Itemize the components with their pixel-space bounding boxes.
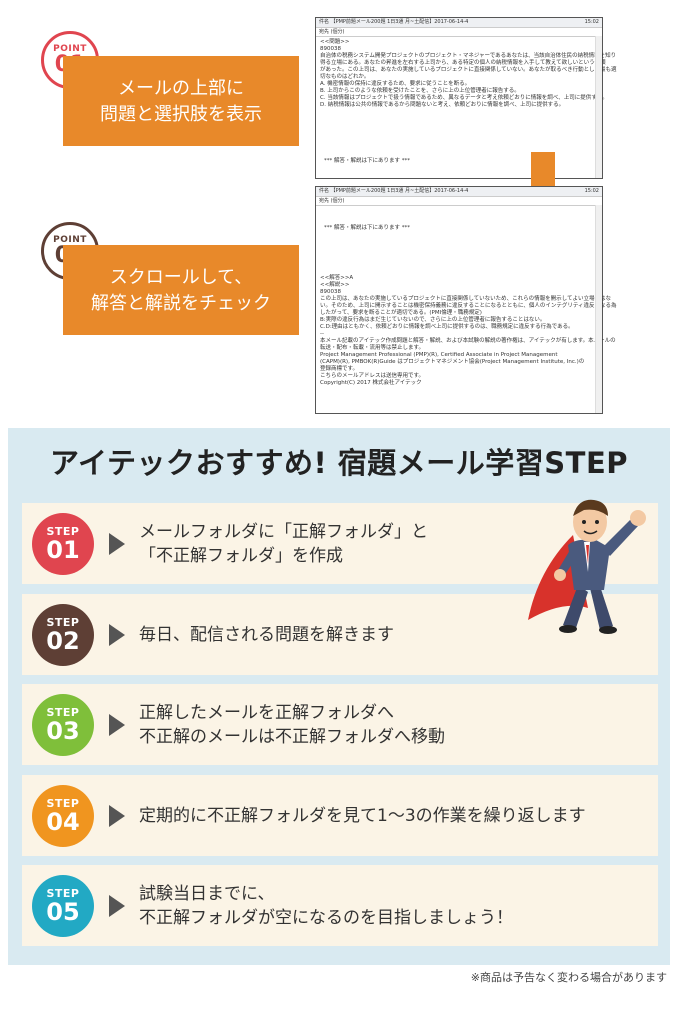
email-to: 宛先 (個分): [316, 197, 602, 206]
email-scrollbar[interactable]: [595, 36, 602, 178]
step-line2: 不正解のメールは不正解フォルダへ移動: [139, 726, 445, 747]
email-line: <<問題>>: [320, 39, 350, 45]
point-label: POINT: [53, 44, 87, 54]
step-text: 試験当日までに、不正解フォルダが空になるのを目指しましょう！: [139, 882, 513, 930]
triangle-arrow-icon: [109, 713, 125, 736]
email-header: 件名 【PMP前題メール200題 1日3通 月~土配信】2017-06-14-4…: [316, 187, 602, 197]
point-02-box: スクロールして、 解答と解説をチェック: [63, 245, 299, 335]
email-preview-bottom: 件名 【PMP前題メール200題 1日3通 月~土配信】2017-06-14-4…: [315, 186, 617, 414]
step-text: 毎日、配信される問題を解きます: [139, 623, 394, 647]
email-line: A. 機密情報の保持に違反するため、要求に従うことを断る。: [320, 81, 471, 87]
triangle-arrow-icon: [109, 532, 125, 555]
point-02-line2: 解答と解説をチェック: [91, 293, 271, 314]
step-label: STEP: [46, 796, 80, 810]
email-footer-line: *** 解答・解説は下にあります ***: [324, 158, 410, 164]
email-time: 15:02: [584, 19, 599, 25]
section-title: アイテックおすすめ! 宿題メール学習STEP: [49, 446, 629, 480]
step-line1: 試験当日までに、: [139, 883, 275, 904]
email-line: い。そのため、上司に開示することは機密保持義務に違反することになるとともに、個人…: [320, 303, 617, 309]
email-line: Copyright(C) 2017 株式会社アイテック: [320, 380, 422, 386]
point-01-box: メールの上部に 問題と選択肢を表示: [63, 56, 299, 146]
step-number: 01: [46, 535, 80, 564]
email-line: B:実際の違反行為はまだ生じていないので、さらに上の上位管理者に報告することはな…: [320, 317, 546, 323]
footnote: ※商品は予告なく変わる場合があります: [470, 971, 667, 984]
email-line: --: [320, 331, 324, 337]
point-01-line1: メールの上部に: [118, 78, 244, 99]
email-top-line: *** 解答・解説は下にあります ***: [324, 225, 410, 231]
step-number: 02: [46, 626, 80, 655]
email-line: <<解答>>A: [320, 275, 354, 281]
step-line1: 毎日、配信される問題を解きます: [139, 624, 394, 645]
email-line: B. 上司からこのような依頼を受けたことを、さらに上の上位管理者に報告する。: [320, 88, 520, 94]
email-line: 転送・配布・転載・流用等は禁止します。: [320, 345, 424, 351]
email-line: 本メール記載のアイテック作成問題と解答・解説、および本試験の解説の著作権は、アイ…: [320, 338, 616, 344]
email-line: C.D:理由はともかく、依頼どおりに情報を調べ上司に提供するのは、職務規定に違反…: [320, 324, 574, 330]
point-label: POINT: [53, 235, 87, 245]
step-text: メールフォルダに「正解フォルダ」と「不正解フォルダ」を作成: [139, 520, 428, 568]
email-line: この上司は、あなたの実施しているプロジェクトに直接関係していないため、これらの情…: [320, 296, 612, 302]
hero-businessman-illustration: [528, 499, 646, 634]
email-line: C. 当該情報はプロジェクトで扱う情報であるため、異なるデータと考え依頼どおりに…: [320, 95, 608, 101]
step-line1: メールフォルダに「正解フォルダ」と: [139, 521, 428, 542]
step-line1: 正解したメールを正解フォルダへ: [139, 702, 394, 723]
email-to: 宛先 (個分): [316, 28, 602, 37]
email-line: D. 納税情報は公共の情報であるから問題ないと考え、依頼どおりに情報を調べ、上司…: [320, 102, 565, 108]
triangle-arrow-icon: [109, 804, 125, 827]
triangle-arrow-icon: [109, 623, 125, 646]
step-text: 定期的に不正解フォルダを見て1〜3の作業を繰り返します: [139, 804, 586, 828]
point-02-line1: スクロールして、: [109, 267, 253, 288]
step-text: 正解したメールを正解フォルダへ不正解のメールは不正解フォルダへ移動: [139, 701, 445, 749]
email-line: があった。この上司は、あなたの実施しているプロジェクトに直接関係していない。あな…: [320, 67, 617, 73]
triangle-arrow-icon: [109, 894, 125, 917]
email-line: (CAPM)(R), PMBOK(R)Guide はプロジェクトマネジメント協会…: [320, 359, 585, 365]
email-line: 登録商標です。: [320, 366, 358, 372]
step-label: STEP: [46, 524, 80, 538]
email-header: 件名 【PMP前題メール200題 1日3通 月~土配信】2017-06-14-4…: [316, 18, 602, 28]
email-time: 15:02: [584, 188, 599, 194]
email-line: こちらのメールアドレスは送信専用です。: [320, 373, 424, 379]
email-subject: 件名 【PMP前題メール200題 1日3通 月~土配信】2017-06-14-4: [319, 19, 469, 25]
step-number: 04: [46, 807, 80, 836]
point-01-line2: 問題と選択肢を表示: [100, 104, 262, 125]
email-line: したがって、要求を断ることが適切である。(PMI倫理・職務規定): [320, 310, 482, 316]
email-scrollbar[interactable]: [595, 205, 602, 413]
step-number: 03: [46, 716, 80, 745]
step-number: 05: [46, 897, 80, 926]
email-line: 自治体の税務システム開発プロジェクトのプロジェクト・マネジャーであるあなたは、当…: [320, 53, 617, 59]
step-line2: 「不正解フォルダ」を作成: [139, 545, 343, 566]
step-line2: 不正解フォルダが空になるのを目指しましょう！: [139, 907, 513, 928]
email-line: 890038: [320, 46, 341, 52]
email-subject: 件名 【PMP前題メール200題 1日3通 月~土配信】2017-06-14-4: [319, 188, 469, 194]
email-line: Project Management Professional (PMP)(R)…: [320, 352, 558, 358]
email-line: 890038: [320, 289, 341, 295]
step-label: STEP: [46, 886, 80, 900]
step-label: STEP: [46, 705, 80, 719]
step-label: STEP: [46, 615, 80, 629]
email-line: <<解説>>: [320, 282, 350, 288]
email-line: 得る立場にある。あなたの昇進を左右する上司から、ある特定の個人の納税情報を入手し…: [320, 60, 606, 66]
email-line: 切なものはどれか。: [320, 74, 370, 80]
step-line1: 定期的に不正解フォルダを見て1〜3の作業を繰り返します: [139, 805, 586, 826]
